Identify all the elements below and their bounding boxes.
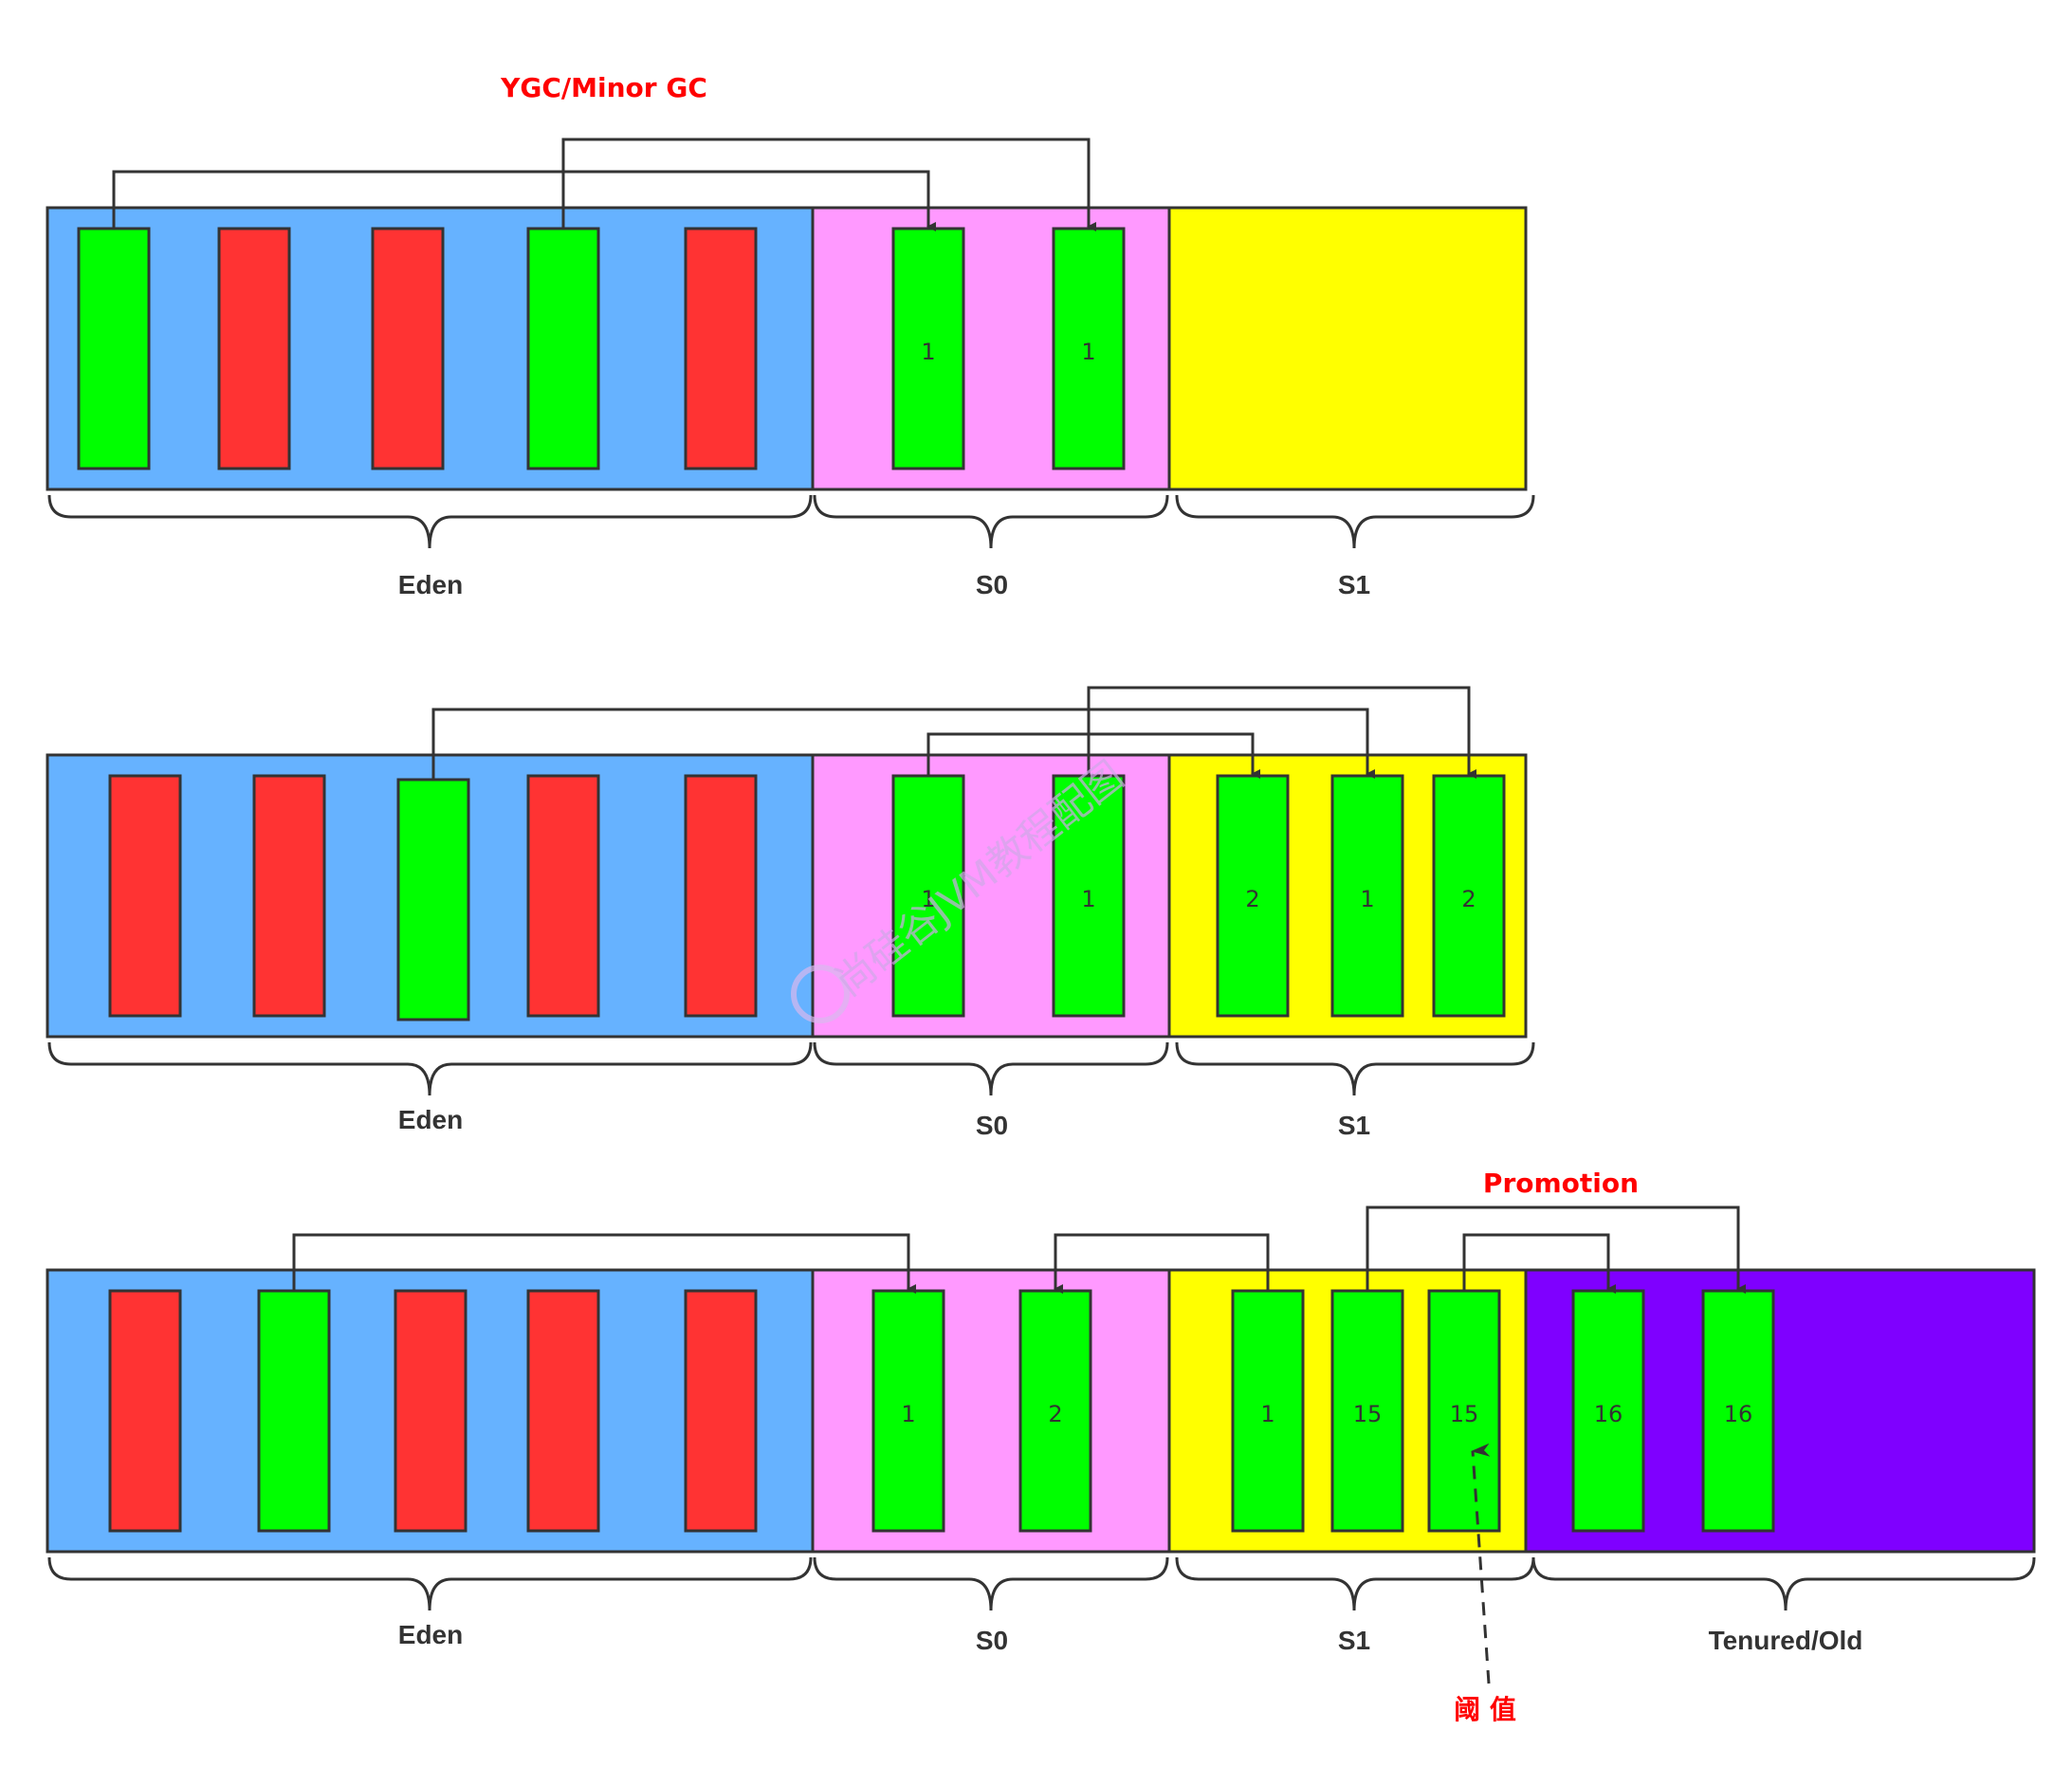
promotion-arrow: [1462, 1233, 1616, 1294]
tenured-brace: [1531, 1556, 2036, 1611]
eden-brace: [47, 1556, 813, 1611]
eden-object-dead: [371, 227, 445, 470]
eden-brace: [47, 494, 813, 549]
eden-object-live: [396, 778, 470, 1021]
s0-object: [871, 1289, 945, 1533]
copy-arrow: [112, 170, 936, 231]
eden-object-dead: [526, 774, 600, 1018]
s1-object: [1427, 1289, 1501, 1533]
eden-object-dead: [684, 227, 758, 470]
eden-label: Eden: [398, 1105, 463, 1134]
copy-arrows: [431, 686, 1476, 780]
s1-label: S1: [1338, 570, 1370, 599]
s1-label: S1: [1338, 1626, 1370, 1655]
s1-objects: 2 1 2: [1216, 774, 1506, 1018]
copy-arrow: [1054, 1233, 1270, 1294]
copy-arrow: [926, 732, 1260, 779]
object-age: 2: [1461, 886, 1476, 912]
eden-object-dead: [684, 1289, 758, 1533]
object-age: 15: [1450, 1401, 1479, 1427]
s1-brace: [1175, 494, 1535, 549]
s0-object: [891, 774, 965, 1018]
object-age: 2: [1048, 1401, 1062, 1427]
s0-objects: 1 1: [891, 227, 1126, 470]
s1-objects: 1 15 15: [1231, 1289, 1501, 1533]
object-age: 1: [921, 339, 935, 365]
s1-object: [1330, 774, 1404, 1018]
object-age: 16: [1594, 1401, 1623, 1427]
eden-object-live: [526, 227, 600, 470]
eden-object-dead: [684, 774, 758, 1018]
eden-object-live: [77, 227, 151, 470]
copy-arrow: [431, 708, 1375, 780]
region-braces: [47, 494, 1535, 549]
s0-object: [1018, 1289, 1092, 1533]
copy-arrow: [561, 138, 1096, 231]
diagram-3: Promotion 1 2 1 15 15 16: [46, 1168, 2036, 1725]
eden-objects: [108, 774, 758, 1021]
s0-region: [811, 1268, 1171, 1554]
diagram-1: YGC/Minor GC 1 1 Eden S0 S1: [46, 72, 1535, 599]
object-age: 1: [1260, 1401, 1274, 1427]
object-age: 16: [1724, 1401, 1753, 1427]
object-age: 1: [1081, 886, 1095, 912]
object-age: 15: [1353, 1401, 1383, 1427]
tenured-object: [1571, 1289, 1645, 1533]
copy-arrows: [112, 138, 1096, 231]
s0-label: S0: [976, 1626, 1008, 1655]
eden-object-dead: [394, 1289, 468, 1533]
s0-brace: [813, 494, 1169, 549]
eden-brace: [47, 1041, 813, 1096]
s0-brace: [813, 1556, 1169, 1611]
object-age: 1: [1081, 339, 1095, 365]
threshold-label: 阈 值: [1454, 1694, 1516, 1725]
object-age: 2: [1245, 886, 1259, 912]
s1-object: [1330, 1289, 1404, 1533]
s1-brace: [1175, 1041, 1535, 1096]
s1-object: [1432, 774, 1506, 1018]
region-braces: [47, 1556, 2036, 1611]
diagram-2: 1 1 2 1 2 尚硅谷JVM教程配图 Eden S0 S1: [46, 686, 1535, 1140]
s0-object: [891, 227, 965, 470]
s0-object: [1052, 227, 1126, 470]
s0-objects: 1 1: [891, 774, 1126, 1018]
copy-arrow: [292, 1233, 916, 1294]
s0-label: S0: [976, 570, 1008, 599]
tenured-label: Tenured/Old: [1709, 1626, 1863, 1655]
copy-arrow: [1087, 686, 1476, 779]
watermark-logo-icon: [791, 965, 850, 1023]
copy-arrows: [292, 1205, 1746, 1294]
eden-object-live: [257, 1289, 331, 1533]
object-age: 1: [1360, 886, 1374, 912]
eden-objects: [108, 1289, 758, 1533]
eden-object-dead: [108, 774, 182, 1018]
eden-object-dead: [217, 227, 291, 470]
eden-label: Eden: [398, 570, 463, 599]
region-braces: [47, 1041, 1535, 1096]
s1-label: S1: [1338, 1111, 1370, 1140]
promotion-arrow: [1366, 1205, 1746, 1294]
s0-label: S0: [976, 1111, 1008, 1140]
eden-label: Eden: [398, 1620, 463, 1649]
eden-object-dead: [526, 1289, 600, 1533]
promotion-title: Promotion: [1483, 1168, 1639, 1199]
threshold-pointer: [1471, 1443, 1491, 1684]
s0-objects: 1 2: [871, 1289, 1092, 1533]
object-age: 1: [901, 1401, 915, 1427]
object-age: 1: [921, 886, 935, 912]
eden-object-dead: [108, 1289, 182, 1533]
ygc-title: YGC/Minor GC: [500, 72, 707, 103]
eden-object-dead: [252, 774, 326, 1018]
s1-brace: [1175, 1556, 1535, 1611]
s1-object: [1231, 1289, 1305, 1533]
s1-region: [1167, 206, 1528, 491]
s0-brace: [813, 1041, 1169, 1096]
